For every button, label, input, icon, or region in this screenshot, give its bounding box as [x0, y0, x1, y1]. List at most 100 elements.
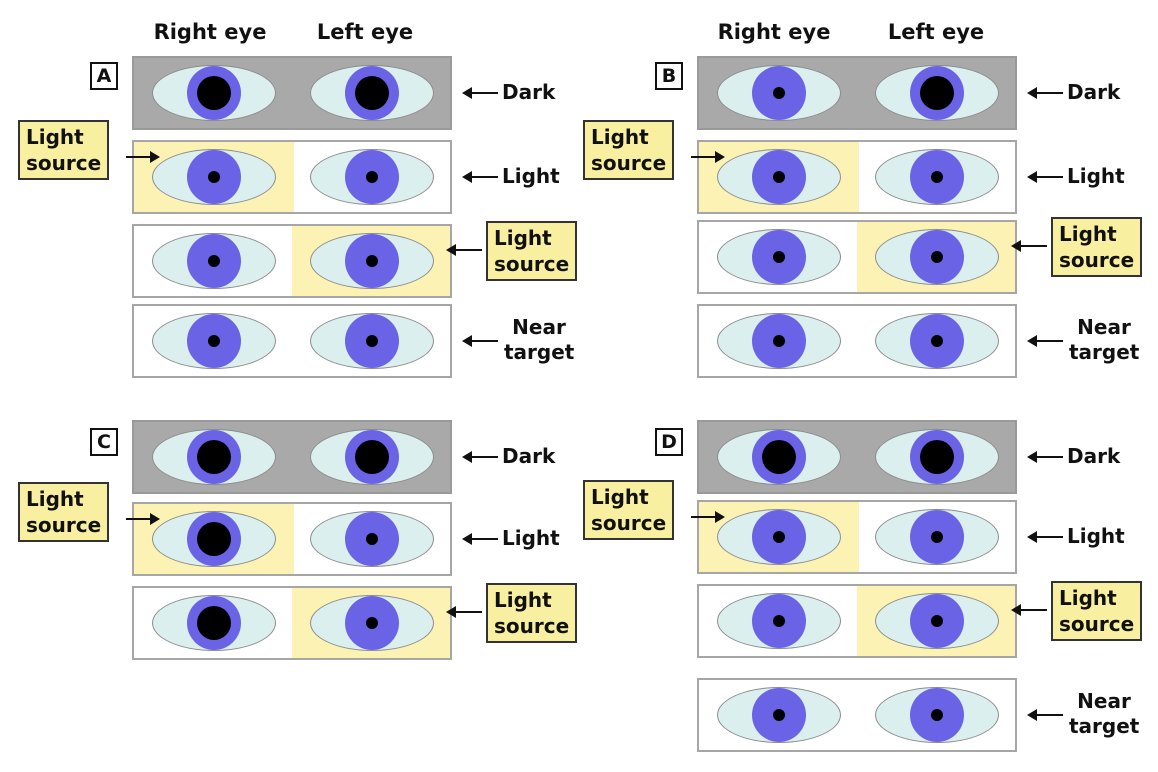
- iris: [910, 314, 965, 368]
- pupil-large: [920, 440, 955, 474]
- iris: [910, 430, 965, 484]
- row-box-d-light-left: [697, 584, 1017, 658]
- pupil-large: [197, 76, 231, 110]
- pupil-small: [931, 335, 944, 347]
- iris: [345, 596, 400, 650]
- arrow-left: [462, 87, 498, 99]
- iris: [910, 594, 965, 648]
- pupil-large: [197, 522, 231, 556]
- label-near-line2: target: [504, 340, 575, 364]
- callout-line1: Light: [26, 487, 84, 511]
- pupil-small: [208, 255, 220, 267]
- panel-label-c: C: [90, 428, 118, 456]
- callout-line2: source: [591, 511, 667, 535]
- pupil-small: [366, 617, 379, 629]
- iris: [187, 234, 241, 288]
- iris: [345, 150, 400, 204]
- pupil-small: [773, 335, 785, 347]
- iris: [752, 150, 806, 204]
- pupil-small: [208, 171, 220, 183]
- pupil-small: [931, 531, 944, 543]
- row-box-b-light-left: [697, 220, 1017, 294]
- right-eye: [152, 65, 276, 121]
- iris: [910, 230, 965, 284]
- pupil-small: [931, 251, 944, 263]
- right-eye: [717, 65, 841, 121]
- left-eye-header-left: Left eye: [316, 20, 414, 44]
- arrow-right: [691, 511, 725, 523]
- row-box-a-light-right: [132, 140, 452, 214]
- left-eye: [310, 595, 435, 651]
- row-box-a-near: [132, 304, 452, 378]
- label-light: Light: [502, 164, 560, 188]
- left-eye: [310, 313, 435, 369]
- arrow-left: [462, 335, 498, 347]
- callout-line1: Light: [1059, 222, 1117, 246]
- iris: [187, 150, 241, 204]
- left-eye: [875, 687, 1000, 743]
- arrow-left: [1027, 531, 1063, 543]
- panel-label-d: D: [655, 428, 683, 456]
- iris: [752, 430, 806, 484]
- pupil-small: [773, 709, 785, 721]
- row-box-b-light-right: [697, 140, 1017, 214]
- iris: [752, 230, 806, 284]
- left-eye: [875, 313, 1000, 369]
- pupil-small: [208, 335, 220, 347]
- pupil-large: [355, 440, 390, 474]
- arrow-left: [1027, 709, 1063, 721]
- iris: [910, 510, 965, 564]
- pupil-small: [931, 709, 944, 721]
- row-box-c-light-right: [132, 502, 452, 576]
- iris: [752, 688, 806, 742]
- arrow-left: [1011, 240, 1047, 252]
- iris: [752, 314, 806, 368]
- row-box-b-near: [697, 304, 1017, 378]
- iris: [187, 596, 241, 650]
- iris: [345, 66, 400, 120]
- iris: [345, 234, 400, 288]
- label-near-line1: Near: [1077, 689, 1131, 713]
- panel-label-a: A: [90, 62, 118, 90]
- right-eye: [717, 313, 841, 369]
- right-eye: [152, 149, 276, 205]
- panel-label-b: B: [655, 62, 683, 90]
- label-near-line1: Near: [512, 315, 566, 339]
- pupil-large: [197, 440, 231, 474]
- callout-line2: source: [1059, 248, 1135, 272]
- pupil-small: [931, 171, 944, 183]
- right-eye: [152, 313, 276, 369]
- row-box-a-dark: [132, 56, 452, 130]
- right-eye: [717, 687, 841, 743]
- pupil-small: [366, 171, 379, 183]
- pupil-large: [920, 76, 955, 110]
- left-eye: [310, 429, 435, 485]
- pupil-small: [931, 615, 944, 627]
- row-box-d-light-right: [697, 500, 1017, 574]
- arrow-left: [1011, 604, 1047, 616]
- callout-line2: source: [494, 614, 570, 638]
- label-near-line1: Near: [1077, 315, 1131, 339]
- left-eye: [875, 229, 1000, 285]
- arrow-right: [691, 151, 725, 163]
- left-eye: [310, 149, 435, 205]
- label-light: Light: [502, 526, 560, 550]
- row-box-d-dark: [697, 420, 1017, 494]
- arrow-left: [462, 533, 498, 545]
- iris: [187, 430, 241, 484]
- left-eye: [875, 149, 1000, 205]
- iris: [345, 430, 400, 484]
- arrow-right: [126, 513, 160, 525]
- arrow-left: [1027, 87, 1063, 99]
- row-box-a-light-left: [132, 224, 452, 298]
- arrow-right: [126, 151, 160, 163]
- arrow-left: [446, 606, 482, 618]
- right-eye: [152, 233, 276, 289]
